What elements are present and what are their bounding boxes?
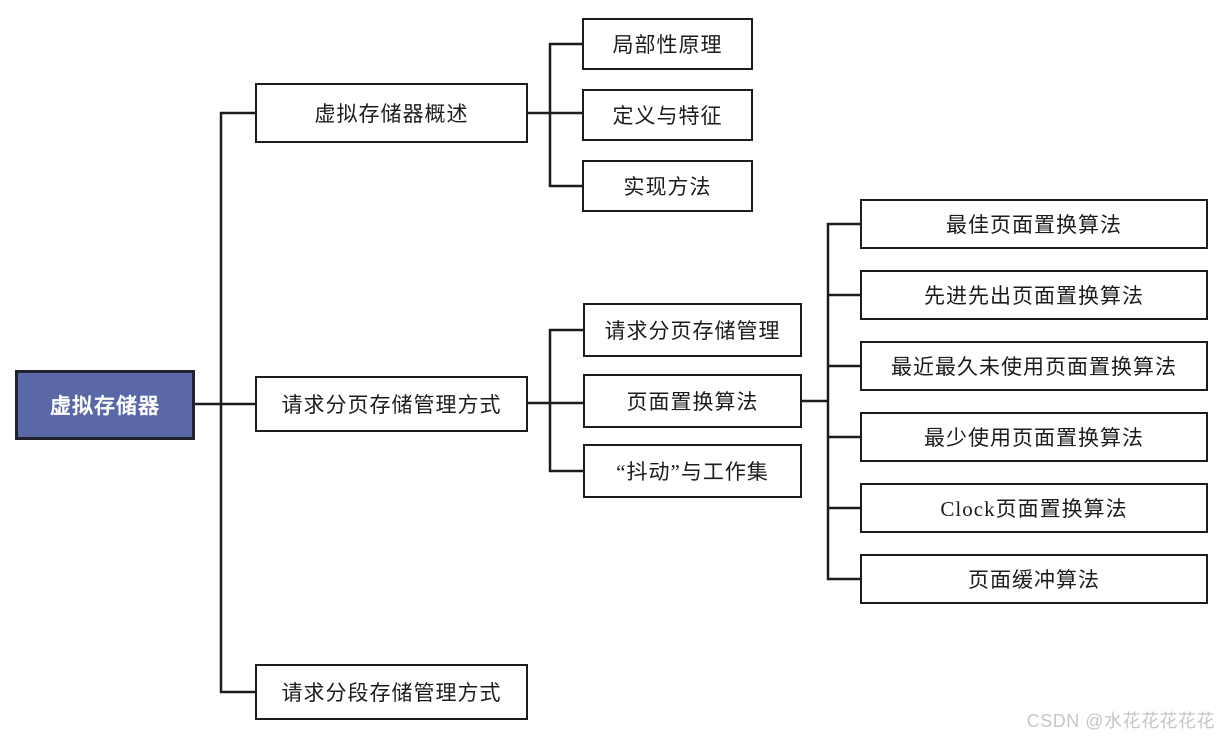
node-locality-principle: 局部性原理: [582, 18, 753, 70]
node-demand-segmentation-management: 请求分段存储管理方式: [255, 664, 528, 720]
node-label: 请求分段存储管理方式: [281, 681, 502, 705]
node-page-replacement-algorithms: 页面置换算法: [583, 374, 802, 428]
node-thrashing-working-set: “抖动”与工作集: [583, 444, 802, 498]
node-label: 虚拟存储器: [50, 394, 160, 418]
node-demand-paging-management: 请求分页存储管理方式: [255, 376, 528, 432]
node-label: 局部性原理: [612, 33, 723, 57]
node-label: 最佳页面置换算法: [946, 213, 1122, 237]
node-implementation-methods: 实现方法: [582, 160, 753, 212]
node-demand-paging-storage: 请求分页存储管理: [583, 303, 802, 357]
node-label: 请求分页存储管理方式: [281, 393, 502, 417]
node-virtual-memory-root: 虚拟存储器: [15, 370, 195, 440]
watermark: CSDN @水花花花花花: [1026, 711, 1215, 731]
node-label: 先进先出页面置换算法: [924, 284, 1144, 308]
node-label: 虚拟存储器概述: [314, 102, 469, 126]
node-fifo-page-replacement: 先进先出页面置换算法: [860, 270, 1208, 320]
node-lru-page-replacement: 最近最久未使用页面置换算法: [860, 341, 1208, 391]
node-label: Clock页面置换算法: [940, 497, 1128, 521]
node-label: 页面置换算法: [626, 390, 759, 414]
node-clock-page-replacement: Clock页面置换算法: [860, 483, 1208, 533]
node-label: 实现方法: [623, 175, 712, 199]
node-label: 最少使用页面置换算法: [924, 426, 1144, 450]
node-label: 页面缓冲算法: [968, 568, 1100, 592]
node-label: 定义与特征: [612, 104, 723, 128]
node-page-buffering: 页面缓冲算法: [860, 554, 1208, 604]
node-label: 最近最久未使用页面置换算法: [891, 355, 1177, 379]
node-lfu-page-replacement: 最少使用页面置换算法: [860, 412, 1208, 462]
node-definition-and-features: 定义与特征: [582, 89, 753, 141]
node-label: “抖动”与工作集: [616, 460, 769, 484]
node-virtual-memory-overview: 虚拟存储器概述: [255, 83, 528, 143]
node-optimal-page-replacement: 最佳页面置换算法: [860, 199, 1208, 249]
node-label: 请求分页存储管理: [604, 319, 781, 343]
